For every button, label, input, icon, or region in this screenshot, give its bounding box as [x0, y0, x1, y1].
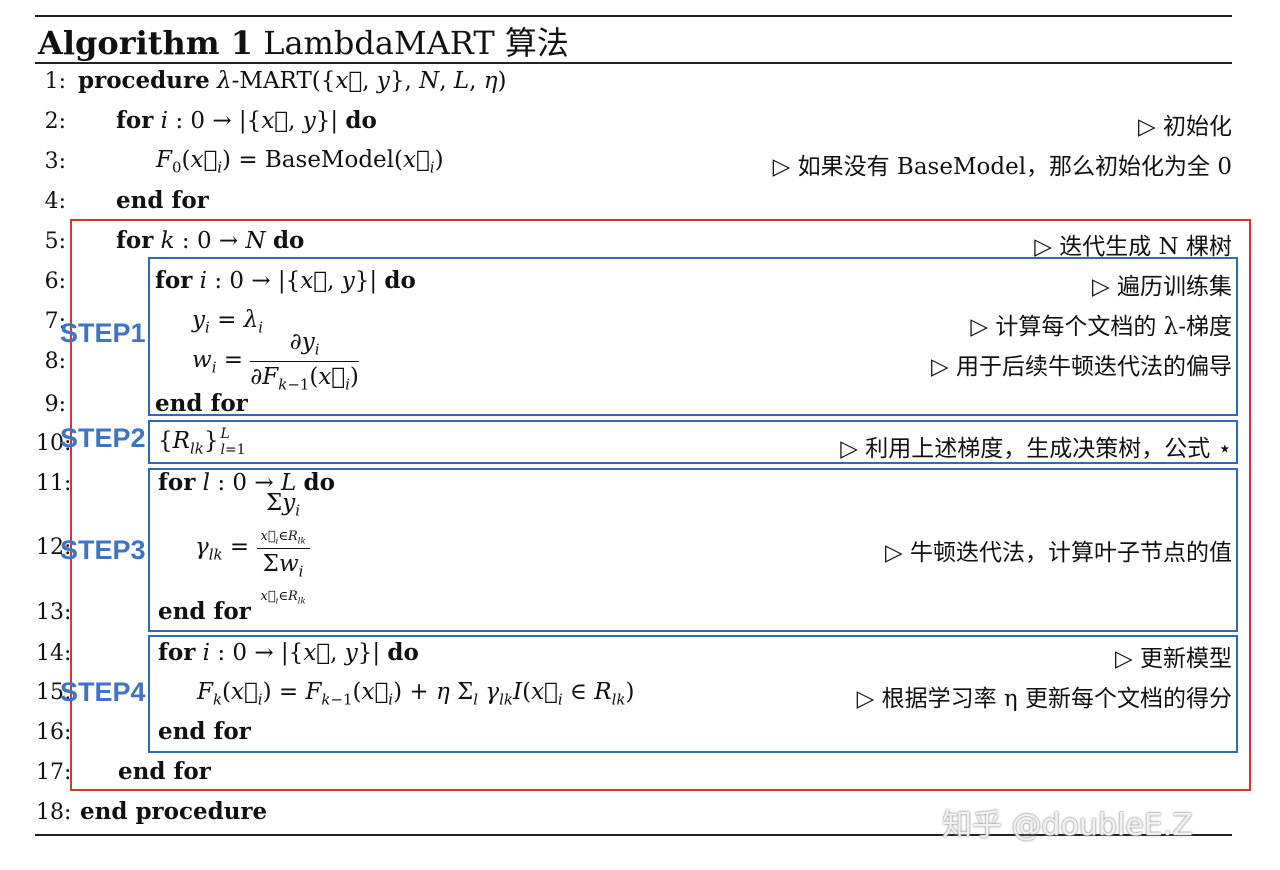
title-rule [35, 62, 1232, 64]
step4-box [148, 635, 1238, 753]
line-number: 14: [36, 641, 72, 666]
code-line-5: for k : 0 → N do [116, 227, 305, 254]
line-number: 2: [44, 109, 66, 134]
comment-line-10: ▷ 利用上述梯度，生成决策树，公式 ⋆ [840, 436, 1232, 462]
step1-label: STEP1 [60, 318, 146, 348]
comment-line-14: ▷ 更新模型 [1115, 646, 1232, 672]
code-line-9: end for [155, 390, 248, 417]
step3-box [148, 468, 1238, 632]
step3-label: STEP3 [60, 535, 146, 565]
step2-label: STEP2 [60, 423, 146, 453]
code-line-16: end for [158, 718, 251, 745]
bottom-rule [35, 834, 1232, 836]
line-number: 5: [44, 229, 66, 254]
top-rule [35, 15, 1232, 17]
code-line-2: for i : 0 → |{x⃗, y}| do [116, 107, 377, 134]
code-line-15: Fk(x⃗i) = Fk−1(x⃗i) + η Σl γlkI(x⃗i ∈ Rl… [197, 679, 635, 709]
code-line-13: end for [158, 598, 251, 625]
line-number: 3: [44, 149, 66, 174]
step1-box [148, 257, 1238, 416]
line-number: 1: [44, 69, 66, 94]
comment-line-12: ▷ 牛顿迭代法，计算叶子节点的值 [885, 540, 1232, 566]
line-number: 18: [36, 800, 72, 825]
comment-line-2: ▷ 初始化 [1138, 114, 1232, 140]
comment-line-5: ▷ 迭代生成 N 棵树 [1034, 234, 1232, 260]
line-number: 12: [36, 535, 72, 560]
algorithm-name: LambdaMART 算法 [263, 24, 569, 62]
line-number: 4: [44, 189, 66, 214]
code-line-11: for l : 0 → L do [158, 469, 335, 496]
line-number: 7: [44, 309, 66, 334]
algorithm-title: Algorithm 1 LambdaMART 算法 [38, 18, 569, 64]
comment-line-15: ▷ 根据学习率 η 更新每个文档的得分 [856, 686, 1232, 712]
line-number: 10: [36, 431, 72, 456]
code-line-14: for i : 0 → |{x⃗, y}| do [158, 639, 419, 666]
code-line-7: yi = λi [192, 307, 264, 337]
comment-line-3: ▷ 如果没有 BaseModel，那么初始化为全 0 [772, 154, 1232, 180]
comment-line-7: ▷ 计算每个文档的 λ-梯度 [970, 314, 1232, 340]
line-number: 11: [36, 471, 72, 496]
watermark: 知乎 @doubleE.Z [942, 808, 1193, 843]
code-line-8: wi = ∂yi ∂Fk−1(x⃗i) [192, 329, 359, 394]
code-line-18: end procedure [80, 798, 268, 825]
step2-box [148, 420, 1238, 464]
line-number: 8: [44, 349, 66, 374]
code-line-4: end for [116, 187, 209, 214]
step4-label: STEP4 [60, 677, 146, 707]
code-line-1: procedure λ-MART({x⃗, y}, N, L, η) [78, 67, 507, 94]
comment-line-8: ▷ 用于后续牛顿迭代法的偏导 [931, 354, 1232, 380]
line-number: 13: [36, 600, 72, 625]
comment-line-6: ▷ 遍历训练集 [1092, 274, 1232, 300]
code-line-17: end for [118, 758, 211, 785]
line-number: 15: [36, 680, 72, 705]
loop-region-box [70, 219, 1251, 791]
line-number: 6: [44, 269, 66, 294]
code-line-6: for i : 0 → |{x⃗, y}| do [155, 267, 416, 294]
code-line-3: F0(x⃗i) = BaseModel(x⃗i) [156, 147, 444, 177]
partial-derivative-fraction: ∂yi ∂Fk−1(x⃗i) [250, 329, 359, 394]
line-number: 17: [36, 760, 72, 785]
algorithm-number: Algorithm 1 [38, 24, 254, 62]
line-number: 16: [36, 720, 72, 745]
line-number: 9: [44, 392, 66, 417]
